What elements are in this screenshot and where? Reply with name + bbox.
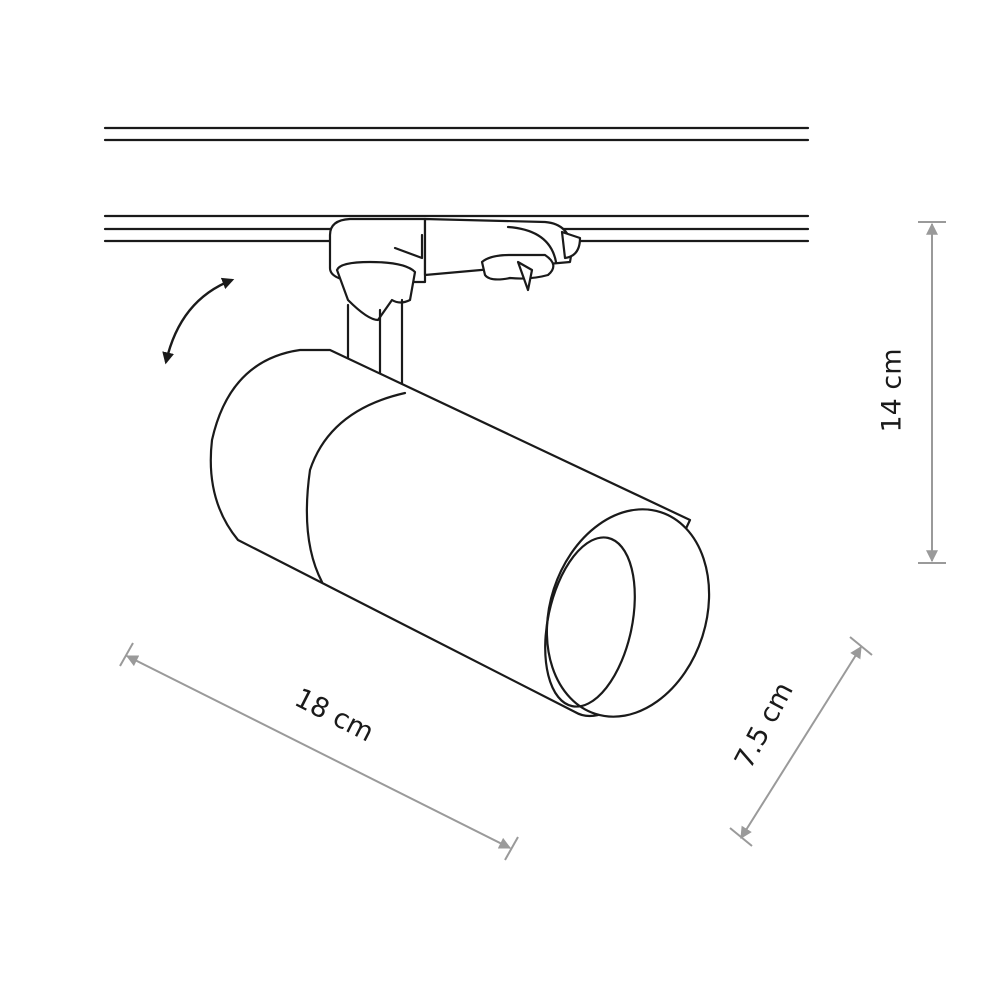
rotation-arrow-icon [162,277,235,365]
height-label: 14 cm [876,348,908,433]
height-dimension-line [918,221,946,564]
track-adapter [328,217,582,387]
diameter-dimension-line [729,636,873,847]
length-dimension-line [119,642,519,861]
spotlight-body [209,348,711,718]
